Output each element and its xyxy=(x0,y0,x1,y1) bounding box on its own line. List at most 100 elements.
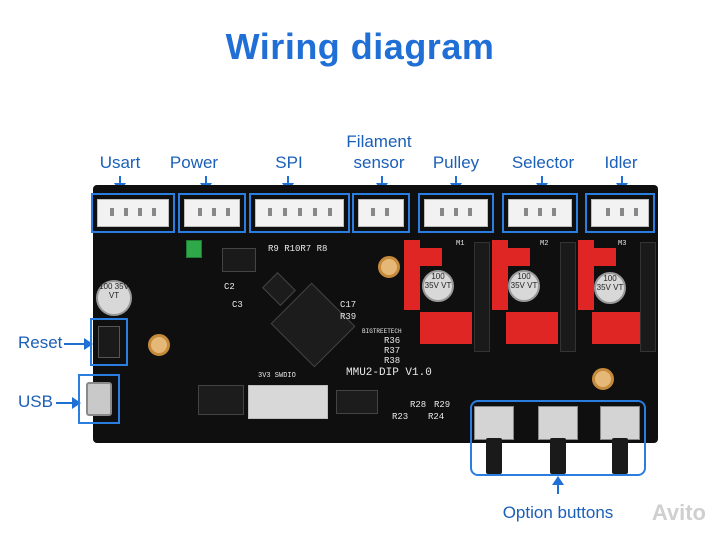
jumper-bank-selector xyxy=(506,312,558,344)
jumper-header-idler xyxy=(594,248,616,266)
selector-connector-outline xyxy=(502,193,578,233)
silk-label-r37: R37 xyxy=(384,346,401,356)
connector-pin xyxy=(634,208,638,216)
jumper-bank-idler xyxy=(592,312,644,344)
usart-connector-outline xyxy=(91,193,175,233)
pin-header xyxy=(222,248,256,272)
jumper-header-selector xyxy=(508,248,530,266)
filament-sensor-connector-outline xyxy=(352,193,410,233)
connector-pin xyxy=(454,208,458,216)
option-button-2-body xyxy=(538,406,578,440)
connector-pin xyxy=(124,208,128,216)
capacitor-main: 100 35V VT xyxy=(96,280,132,316)
label-pulley: Pulley xyxy=(432,153,480,172)
power-connector-outline xyxy=(178,193,246,233)
driver-socket-right-selector xyxy=(560,242,576,352)
idler-connector-outline xyxy=(585,193,655,233)
connector-pin xyxy=(468,208,472,216)
jumper-bank-pulley xyxy=(420,312,472,344)
option-button-2[interactable] xyxy=(550,438,566,474)
silk-label-r23: R23 xyxy=(392,412,409,422)
label-filament-line1: Filament xyxy=(346,132,412,151)
silk-label-c3: C3 xyxy=(232,300,243,310)
connector-pin xyxy=(198,208,202,216)
option-button-3-body xyxy=(600,406,640,440)
connector-pin xyxy=(298,208,302,216)
board-model-text: MMU2-DIP V1.0 xyxy=(346,367,432,379)
driver-socket-left-pulley xyxy=(404,240,420,310)
label-option-buttons: Option buttons xyxy=(502,503,614,522)
ic-chip xyxy=(198,385,244,415)
reset-button-outline xyxy=(90,318,128,366)
silk-label-r39: R39 xyxy=(340,312,357,322)
connector-pin xyxy=(385,208,389,216)
mounting-hole xyxy=(148,334,170,356)
swd-connector xyxy=(248,385,328,419)
silk-label-m2: M2 xyxy=(540,240,549,248)
connector-pin xyxy=(328,208,332,216)
driver-socket-left-selector xyxy=(492,240,508,310)
connector-pin xyxy=(440,208,444,216)
silk-label-m3: M3 xyxy=(618,240,627,248)
mounting-hole xyxy=(378,256,400,278)
connector-pin xyxy=(268,208,272,216)
label-reset: Reset xyxy=(18,333,63,352)
connector-pin xyxy=(212,208,216,216)
option-button-3[interactable] xyxy=(612,438,628,474)
connector-pin xyxy=(538,208,542,216)
connector-pin xyxy=(606,208,610,216)
silk-label-swd: 3V3 SWDIO xyxy=(258,372,296,380)
silk-label-r24: R24 xyxy=(428,412,445,422)
connector-pin xyxy=(283,208,287,216)
connector-pin xyxy=(552,208,556,216)
connector-pin xyxy=(524,208,528,216)
label-idler: Idler xyxy=(604,153,638,172)
label-filament-line2: sensor xyxy=(353,153,405,172)
reset-button[interactable] xyxy=(98,326,120,358)
watermark: Avito xyxy=(651,500,706,525)
silk-label-r38: R38 xyxy=(384,356,401,366)
silk-label-m1: M1 xyxy=(456,240,465,248)
silk-label-r29: R29 xyxy=(434,400,451,410)
usb-port-outline xyxy=(78,374,120,424)
silk-label-c2: C2 xyxy=(224,282,235,292)
filament-sensor-connector xyxy=(358,199,404,227)
green-fuse xyxy=(186,240,202,258)
ic-chip xyxy=(336,390,378,414)
capacitor-idler: 100 35V VT xyxy=(594,272,626,304)
silk-label-r36: R36 xyxy=(384,336,401,346)
option-button-1[interactable] xyxy=(486,438,502,474)
arrow-option-buttons xyxy=(552,476,564,494)
usb-port[interactable] xyxy=(86,382,112,416)
pulley-connector-outline xyxy=(418,193,494,233)
page-title: Wiring diagram xyxy=(225,26,495,67)
connector-pin xyxy=(110,208,114,216)
label-usb: USB xyxy=(18,392,53,411)
brand-text: BIGTREETECH xyxy=(362,328,402,335)
connector-pin xyxy=(226,208,230,216)
option-buttons-outline xyxy=(470,400,646,476)
label-spi: SPI xyxy=(275,153,303,172)
connector-pin xyxy=(313,208,317,216)
mounting-hole xyxy=(592,368,614,390)
connector-pin xyxy=(620,208,624,216)
label-selector: Selector xyxy=(511,153,575,172)
silk-label-r28: R28 xyxy=(410,400,427,410)
arrow-reset xyxy=(64,338,93,350)
arrow-usb xyxy=(56,397,81,409)
label-power: Power xyxy=(169,153,219,172)
spi-connector-outline xyxy=(249,193,350,233)
silk-resistor-labels: R9 R10R7 R8 xyxy=(268,244,328,254)
capacitor-pulley: 100 35V VT xyxy=(422,270,454,302)
connector-pin xyxy=(152,208,156,216)
connector-pin xyxy=(138,208,142,216)
driver-socket-right-pulley xyxy=(474,242,490,352)
driver-socket-left-idler xyxy=(578,240,594,310)
silk-label-c17: C17 xyxy=(340,300,357,310)
capacitor-selector: 100 35V VT xyxy=(508,270,540,302)
label-usart: Usart xyxy=(99,153,141,172)
usart-connector xyxy=(97,199,169,227)
jumper-header-pulley xyxy=(420,248,442,266)
connector-pin xyxy=(371,208,375,216)
driver-socket-right-idler xyxy=(640,242,656,352)
